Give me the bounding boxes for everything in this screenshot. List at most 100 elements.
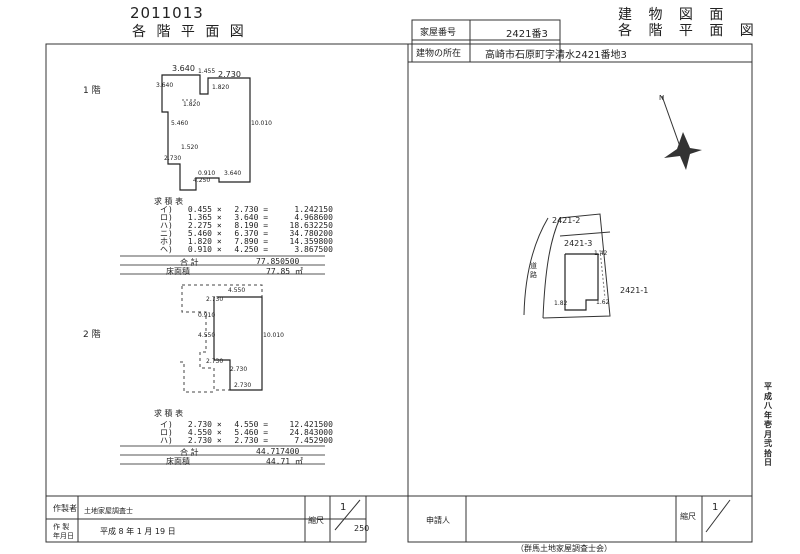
row-b: 2.730 bbox=[234, 436, 259, 445]
floor1-dim: 2.730 bbox=[164, 155, 182, 162]
date-label-2: 年月日 bbox=[53, 532, 74, 540]
site-dim: 1.82 bbox=[554, 300, 568, 307]
floor1-dim: 2.730 bbox=[218, 70, 241, 79]
row-a: 2.730 bbox=[187, 436, 212, 445]
floor1-sum-label: 合 計 bbox=[180, 258, 199, 267]
floor1-area-table: イ)0.455 × 2.730 = 1.242150 ロ)1.365 × 3.6… bbox=[160, 206, 333, 254]
row-a: 1.820 bbox=[187, 237, 212, 246]
area-row: イ)0.455 × 2.730 = 1.242150 bbox=[160, 205, 333, 214]
floor2-dim: 2.730 bbox=[230, 366, 248, 373]
row-b: 3.640 bbox=[234, 213, 259, 222]
lot-2421-3: 2421-3 bbox=[564, 239, 593, 248]
row-b: 4.250 bbox=[234, 245, 259, 254]
floor1-label: 1 階 bbox=[83, 86, 101, 96]
scale-denominator: 250 bbox=[354, 524, 370, 533]
row-result: 7.452900 bbox=[294, 436, 333, 445]
floor2-area-title: 求 積 表 bbox=[154, 409, 184, 418]
row-key: イ) bbox=[160, 420, 173, 429]
side-char: 壱 bbox=[764, 420, 772, 429]
floor2-floor-area: 44.71 ㎡ bbox=[266, 457, 303, 466]
document-number: 2011013 bbox=[130, 4, 204, 22]
floor2-dim: 2.730 bbox=[206, 296, 224, 303]
applicant-label: 申請人 bbox=[426, 516, 450, 525]
association: （群馬土地家屋調査士会） bbox=[516, 544, 612, 553]
floor1-dim: 5.460 bbox=[171, 120, 189, 127]
road-label: 道 路 bbox=[530, 262, 537, 279]
floor1-dim: 10.010 bbox=[251, 120, 272, 127]
row-b: 8.190 bbox=[234, 221, 259, 230]
floor1-dim: 3.640 bbox=[224, 170, 242, 177]
site-dim: 1.62 bbox=[596, 299, 610, 306]
row-key: ヘ) bbox=[160, 245, 173, 254]
side-char: 年 bbox=[764, 410, 772, 420]
floor1-area-title: 求 積 表 bbox=[154, 197, 184, 206]
row-result: 18.632250 bbox=[289, 221, 333, 230]
scale-label-right: 縮尺 bbox=[680, 512, 696, 521]
floor1-dim: 4.250 bbox=[193, 177, 211, 184]
right-title-1: 建 物 図 面 bbox=[618, 7, 730, 23]
area-row: ハ)2.730 × 2.730 = 7.452900 bbox=[160, 436, 333, 445]
floor1-dim: 3.640 bbox=[172, 64, 195, 73]
side-date-stamp: 平 成 八 年 壱 月 弐 拾 日 bbox=[762, 382, 774, 468]
left-title: 各 階 平 面 図 bbox=[132, 24, 247, 40]
floor1-floor-area: 77.85 ㎡ bbox=[266, 267, 303, 276]
floor2-area-table: イ)2.730 × 4.550 = 12.421500 ロ)4.550 × 5.… bbox=[160, 421, 333, 445]
area-row: イ)2.730 × 4.550 = 12.421500 bbox=[160, 420, 333, 429]
floor1-dim: 1.820 bbox=[183, 101, 201, 108]
row-result: 34.780200 bbox=[289, 229, 333, 238]
location-label: 建物の所在 bbox=[416, 49, 462, 59]
floor1-sum: 77.850500 bbox=[256, 257, 300, 266]
floor2-label: 2 階 bbox=[83, 330, 101, 340]
scale-label: 縮尺 bbox=[308, 516, 324, 525]
row-b: 6.370 bbox=[234, 229, 259, 238]
row-a: 0.455 bbox=[187, 205, 212, 214]
row-a: 2.275 bbox=[187, 221, 212, 230]
row-a: 0.910 bbox=[187, 245, 212, 254]
row-b: 7.890 bbox=[234, 237, 259, 246]
row-key: ハ) bbox=[160, 436, 173, 445]
row-key: ロ) bbox=[160, 428, 173, 437]
area-row: ロ)4.550 × 5.460 = 24.843000 bbox=[160, 428, 333, 437]
row-result: 1.242150 bbox=[294, 205, 333, 214]
row-a: 2.730 bbox=[187, 420, 212, 429]
floor2-dim: 4.550 bbox=[198, 332, 216, 339]
row-key: イ) bbox=[160, 205, 173, 214]
row-b: 4.550 bbox=[234, 420, 259, 429]
area-row: ロ)1.365 × 3.640 = 4.968600 bbox=[160, 213, 333, 222]
row-key: ハ) bbox=[160, 221, 173, 230]
date-label-1: 作 製 bbox=[53, 523, 70, 531]
maker-label: 作製者 bbox=[53, 504, 77, 513]
row-b: 2.730 bbox=[234, 205, 259, 214]
side-char: 成 bbox=[764, 391, 772, 401]
row-a: 5.460 bbox=[187, 229, 212, 238]
floor1-dim: 1.455 bbox=[198, 68, 216, 75]
area-row: ヘ)0.910 × 4.250 = 3.867500 bbox=[160, 245, 333, 254]
floor2-area-label: 床面積 bbox=[166, 457, 190, 466]
right-title-2: 各 階 平 面 図 bbox=[618, 23, 760, 39]
side-char: 弐 bbox=[764, 439, 772, 448]
house-no: 2421番3 bbox=[506, 29, 548, 40]
row-key: ロ) bbox=[160, 213, 173, 222]
floor1-dim: 1.520 bbox=[181, 144, 199, 151]
side-char: 八 bbox=[764, 401, 772, 410]
scale-numerator: 1 bbox=[340, 502, 347, 513]
row-b: 5.460 bbox=[234, 428, 259, 437]
floor2-sum: 44.717400 bbox=[256, 447, 300, 456]
row-result: 12.421500 bbox=[289, 420, 333, 429]
floor1-area-label: 床面積 bbox=[166, 267, 190, 276]
row-key: ホ) bbox=[160, 237, 173, 246]
row-key: ニ) bbox=[160, 229, 173, 238]
maker: 土地家屋調査士 bbox=[84, 507, 133, 515]
row-result: 24.843000 bbox=[289, 428, 333, 437]
floor2-dim: 2.730 bbox=[206, 358, 224, 365]
floor1-dim: 1.820 bbox=[212, 84, 230, 91]
area-row: ニ)5.460 × 6.370 = 34.780200 bbox=[160, 229, 333, 238]
side-char: 平 bbox=[764, 382, 772, 391]
lot-2421-1: 2421-1 bbox=[620, 286, 649, 295]
floor2-dim: 4.550 bbox=[228, 287, 246, 294]
floor1-dim: 3.640 bbox=[156, 82, 174, 89]
scale-numerator-right: 1 bbox=[712, 502, 719, 513]
create-date: 平成 8 年 1 月 19 日 bbox=[100, 527, 176, 536]
floor1-dim: 0.910 bbox=[198, 170, 216, 177]
